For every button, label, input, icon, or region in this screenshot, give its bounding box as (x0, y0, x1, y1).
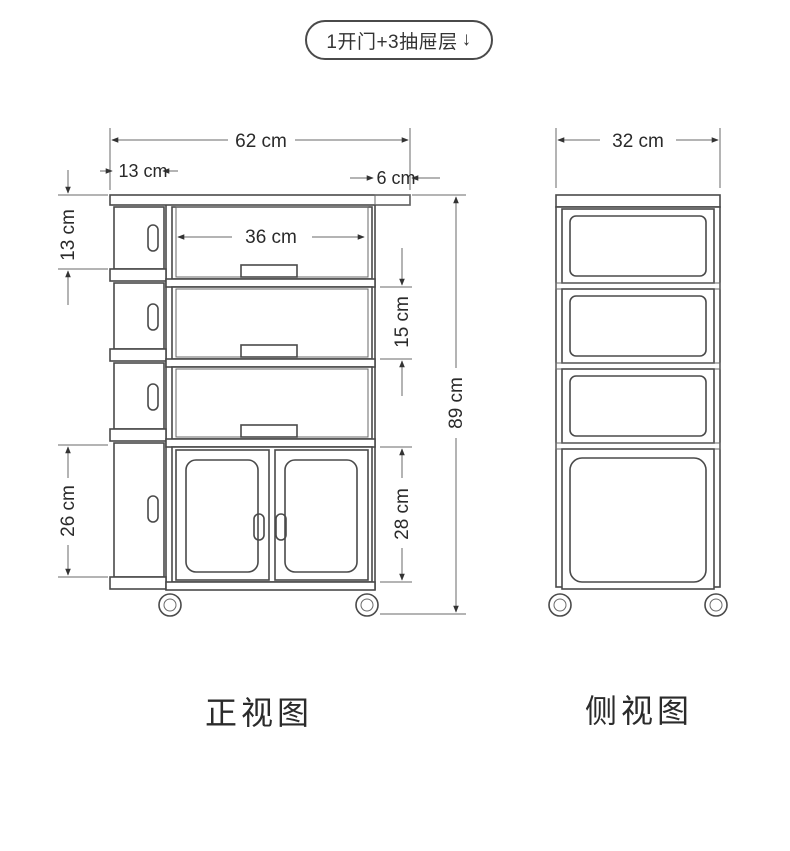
side-view-title: 侧视图 (585, 692, 694, 730)
main-drawer-stack (165, 206, 376, 448)
config-label: 1开门+3抽屉层 (326, 31, 458, 53)
config-badge: 1开门+3抽屉层 ↓ (305, 20, 493, 60)
side-drawer-front (561, 368, 715, 444)
side-cabinet-panel (561, 448, 715, 590)
side-drawer-front (561, 288, 715, 364)
front-wheels (158, 593, 379, 617)
dim-depth: 32 cm (612, 131, 664, 152)
front-view: 62 cm 13 cm 6 cm 36 cm 13 cm 26 (58, 128, 467, 617)
dim-side-width: 13 cm (118, 161, 167, 181)
double-door-cabinet (165, 446, 376, 591)
drawer-handle (240, 424, 298, 438)
door-handle (275, 513, 287, 541)
top-board (109, 194, 411, 206)
side-drawer (113, 282, 165, 350)
dim-overhang: 6 cm (376, 168, 415, 188)
dim-side-cabinet-height: 26 cm (58, 485, 79, 537)
dim-drawer-height: 15 cm (392, 296, 413, 348)
dim-total-width: 62 cm (235, 131, 287, 152)
side-drawer (113, 362, 165, 430)
down-arrow-icon: ↓ (461, 29, 472, 50)
side-wheels (548, 593, 728, 617)
door-handle (253, 513, 265, 541)
side-cabinet (113, 442, 165, 578)
side-drawer (113, 206, 165, 270)
dim-total-height: 89 cm (446, 377, 467, 429)
side-top-board (555, 194, 721, 208)
side-drawer-front (561, 208, 715, 284)
dim-drawer-inner-width: 36 cm (245, 227, 297, 248)
side-view: 32 cm (548, 128, 728, 617)
front-view-title: 正视图 (205, 694, 314, 732)
dim-cabinet-height: 28 cm (392, 488, 413, 540)
dim-side-drawer-height: 13 cm (58, 209, 79, 261)
drawer-handle (240, 264, 298, 278)
drawer-handle (240, 344, 298, 358)
side-drawer-stack (109, 206, 167, 590)
